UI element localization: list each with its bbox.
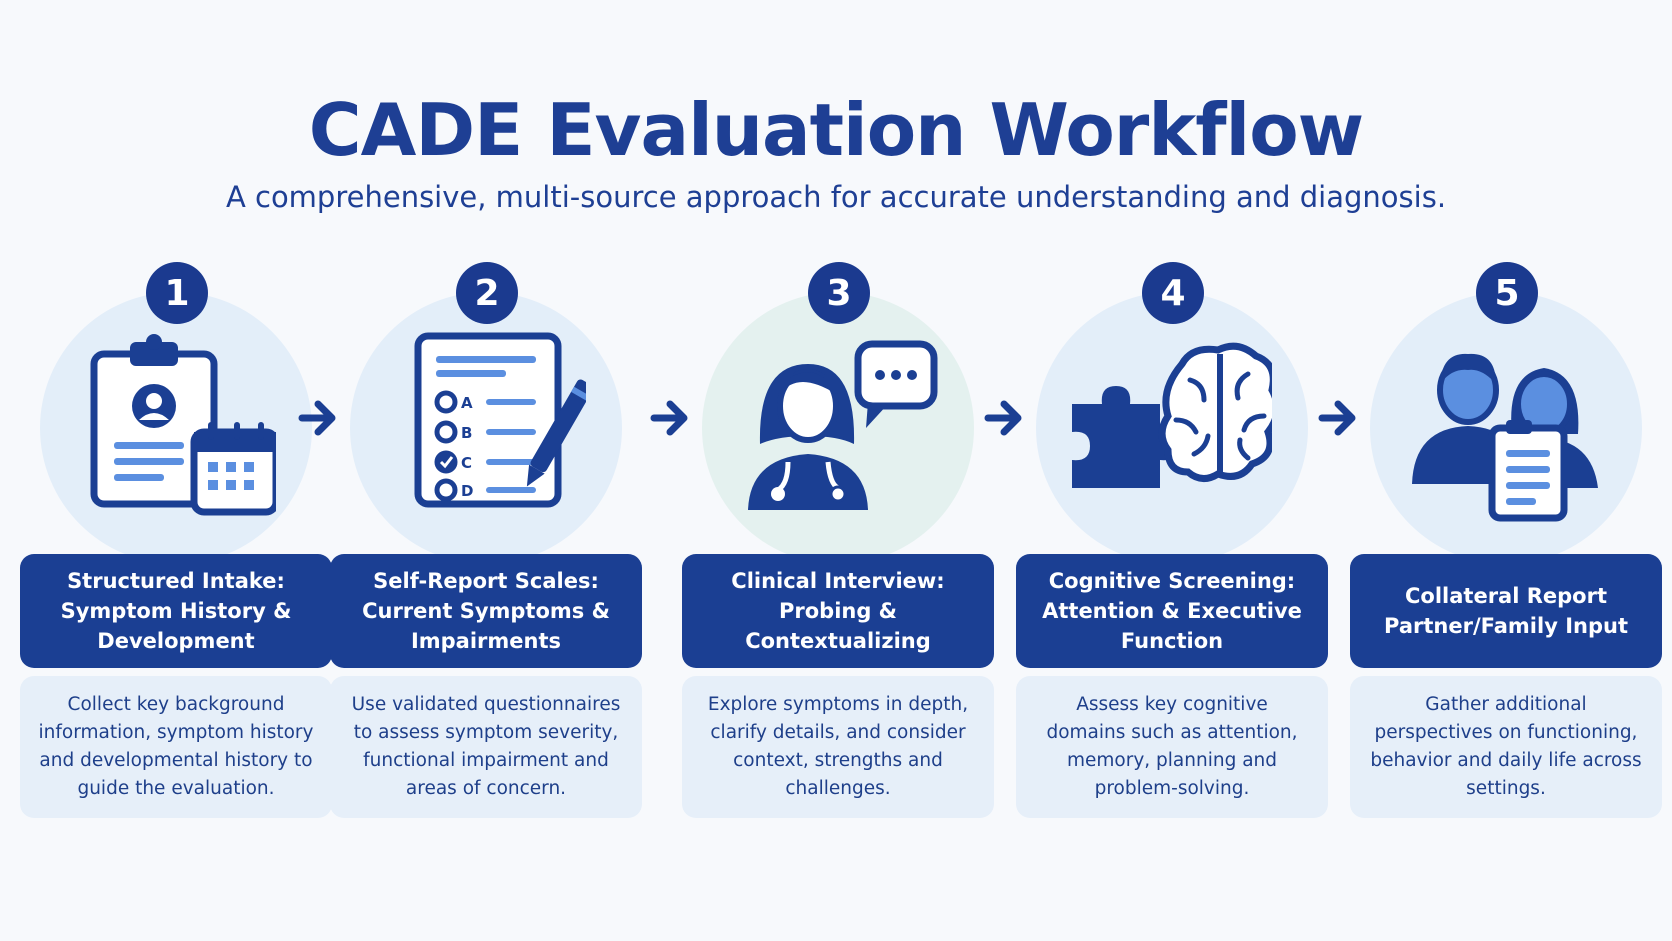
svg-text:C: C [461,454,472,472]
svg-text:A: A [461,394,473,412]
step-heading-text: Self-Report Scales: Current Symptoms & I… [362,569,610,653]
step-number-badge: 5 [1476,262,1538,324]
step-heading-text: Cognitive Screening: Attention & Executi… [1042,569,1302,653]
step-heading: Self-Report Scales: Current Symptoms & I… [330,554,642,668]
step-description: Use validated questionnaires to assess s… [330,676,642,818]
arrow-right-icon [298,400,336,436]
step-description: Explore symptoms in depth, clarify detai… [682,676,994,818]
step-heading-text: Structured Intake: Symptom History & Dev… [60,569,292,653]
step-description: Collect key background information, symp… [20,676,332,818]
arrow-right-icon [1318,400,1356,436]
step-number-badge: 1 [146,262,208,324]
step-heading-text: Clinical Interview: Probing & Contextual… [731,569,945,653]
step-number-badge: 3 [808,262,870,324]
svg-text:D: D [461,482,473,500]
step-heading: Structured Intake: Symptom History & Dev… [20,554,332,668]
step-heading: Collateral Report Partner/Family Input [1350,554,1662,668]
step-description-text: Gather additional perspectives on functi… [1370,694,1642,799]
step-heading-text: Collateral Report Partner/Family Input [1384,584,1628,638]
step-heading: Cognitive Screening: Attention & Executi… [1016,554,1328,668]
svg-text:B: B [461,424,472,442]
step-description: Assess key cognitive domains such as att… [1016,676,1328,818]
step-number-badge: 4 [1142,262,1204,324]
step-number-badge: 2 [456,262,518,324]
page-subtitle: A comprehensive, multi-source approach f… [225,180,1447,214]
puzzle-brain-icon [1072,342,1272,488]
step-description-text: Explore symptoms in depth, clarify detai… [707,694,969,799]
step-description-text: Use validated questionnaires to assess s… [351,694,621,799]
clipboard-calendar-icon [90,334,276,516]
page-title: CADE Evaluation Workflow [308,88,1364,172]
step-description-text: Assess key cognitive domains such as att… [1046,694,1298,799]
arrow-right-icon [984,400,1022,436]
family-report-icon [1412,353,1598,522]
step-heading: Clinical Interview: Probing & Contextual… [682,554,994,668]
step-description: Gather additional perspectives on functi… [1350,676,1662,818]
arrow-right-icon [650,400,688,436]
step-description-text: Collect key background information, symp… [38,694,314,799]
clinician-chat-icon [748,340,938,510]
